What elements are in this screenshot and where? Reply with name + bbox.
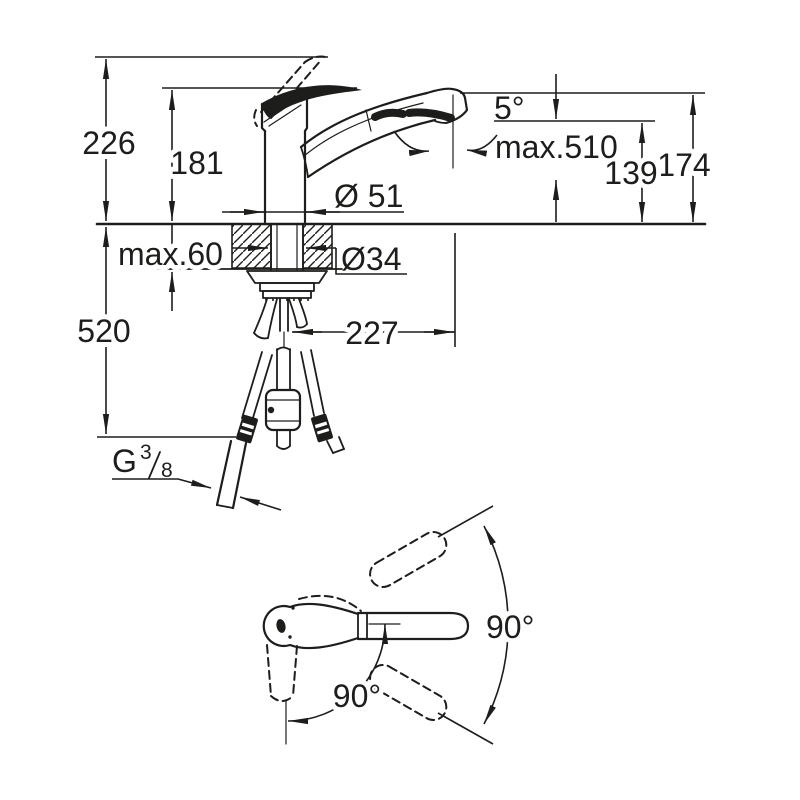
handle-down-dashed	[292, 645, 298, 697]
spout-inner-line	[303, 102, 424, 157]
spout-swiveled-up-dashed	[369, 531, 448, 588]
handle-arc-dashed	[298, 594, 362, 612]
countertop	[95, 222, 707, 271]
hose-connector-left	[236, 414, 258, 444]
handle-swing-label: 90°	[333, 678, 381, 714]
hose-connector-right	[311, 413, 333, 443]
thread-letter-label: G	[112, 443, 137, 479]
dim-handle-swing: 90°	[287, 623, 389, 725]
knob-detail-oval	[276, 619, 286, 633]
handle-down-dashed	[266, 644, 272, 697]
dim-spout-swivel: 90°	[437, 505, 539, 745]
top-view: 90° 90°	[262, 505, 539, 745]
spout-top-edge	[299, 91, 429, 149]
spout-top-height-label: 174	[657, 147, 710, 183]
body-shading-line	[268, 104, 302, 127]
body-diameter-label: Ø 51	[334, 178, 403, 214]
dimensions: 226 181 520 max.60 Ø 51 Ø	[72, 56, 716, 511]
shank-diameter-label: Ø34	[341, 241, 401, 277]
supply-hose-right	[300, 349, 345, 454]
thread-fraction-slash	[148, 451, 161, 479]
thread-leader-line	[112, 478, 212, 489]
nut-serration	[265, 298, 309, 301]
hose-drop-label: 520	[77, 313, 130, 349]
dim-hose-drop: 520	[72, 227, 136, 434]
overall-height-label: 226	[82, 125, 135, 161]
side-view	[95, 55, 707, 510]
spout-bar-outline	[356, 611, 470, 641]
spout-bottom-edge	[306, 118, 437, 179]
weight-detail-dot	[267, 406, 275, 414]
spout-seam-line	[365, 109, 372, 132]
dim-shank-diameter: Ø34	[232, 241, 407, 277]
dim-spout-top-height: 174	[652, 95, 716, 222]
spray-head-grip-dark	[371, 108, 407, 121]
handle-lever	[262, 85, 362, 118]
knob-detail-dot	[291, 606, 295, 610]
pullout-hose-weight	[264, 346, 302, 450]
dim-body-diameter: Ø 51	[222, 178, 404, 216]
thread-leader-line	[239, 496, 282, 511]
supply-hose-left	[215, 351, 273, 510]
dim-deck-thickness: max.60	[113, 224, 228, 311]
knob-detail-dot	[288, 635, 292, 639]
handle-down-dashed	[270, 695, 294, 702]
dim-spout-reach: 227	[292, 310, 455, 356]
counter-hatch-right	[302, 223, 333, 269]
dim-overall-height: 226	[77, 59, 141, 221]
spray-head-bottom	[434, 120, 447, 124]
under-counter-assembly	[215, 233, 456, 510]
dim-outlet-height: 139	[599, 123, 663, 222]
mounting-washer	[259, 282, 315, 292]
dim-handle-height: 181	[165, 90, 229, 221]
dim-connection-thread: G 3 8	[112, 441, 282, 511]
swivel-radial-line	[437, 505, 494, 538]
spray-head-grip-dark	[405, 108, 455, 122]
handle-lever-raised-dashed	[260, 61, 306, 113]
dim-pullout-length: max.510	[495, 74, 618, 222]
spout-tilt-label: 5°	[494, 90, 525, 126]
body-right-edge	[303, 95, 309, 133]
handle-height-label: 181	[170, 145, 223, 181]
counter-hatch-left	[231, 223, 272, 269]
mounting-flange	[246, 270, 328, 284]
thread-denominator-label: 8	[161, 459, 173, 482]
deck-thickness-label: max.60	[118, 236, 223, 272]
handle-pivot-dashed	[253, 109, 258, 127]
dim-spout-tilt: 5°	[393, 90, 525, 157]
spout-reach-label: 227	[345, 315, 398, 351]
mounting-nut	[262, 290, 312, 299]
hose-stubs	[253, 298, 308, 348]
swivel-radial-line	[437, 712, 494, 745]
pullout-length-label: max.510	[495, 129, 618, 165]
thread-numerator-label: 3	[140, 441, 152, 464]
spout-swivel-label: 90°	[486, 609, 534, 645]
spout-root-edge	[300, 146, 309, 178]
outlet-height-label: 139	[604, 155, 657, 191]
hose-weight-cylinder	[264, 388, 302, 432]
